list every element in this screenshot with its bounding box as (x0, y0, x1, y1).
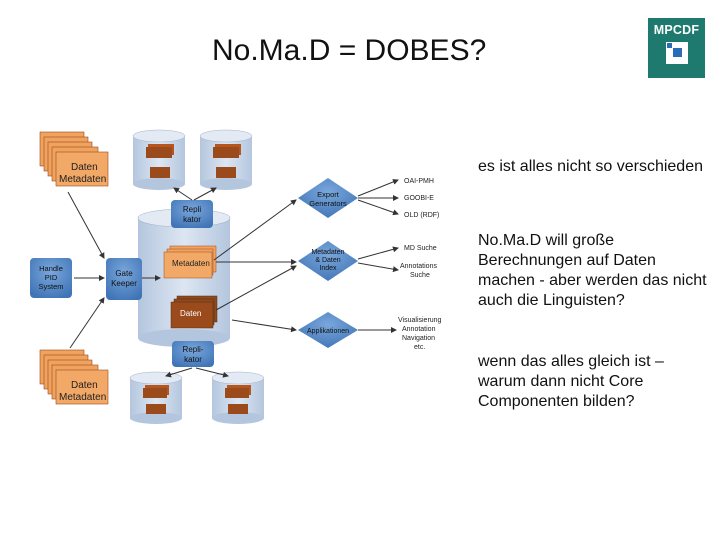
svg-text:kator: kator (183, 215, 201, 224)
label-oai-pmh: OAI-PMH (404, 178, 434, 185)
stack-top-metadaten: Metadaten (59, 174, 106, 185)
storage-cylinder-bottom-left (129, 371, 183, 424)
slide-title: No.Ma.D = DOBES? (212, 34, 487, 67)
storage-cylinder-bottom-right (211, 371, 265, 424)
stack-bottom-daten: Daten (71, 380, 98, 391)
label-md-suche: MD Suche (404, 245, 437, 252)
bullet-3: wenn das alles gleich ist – warum dann n… (478, 353, 664, 410)
label-annot-suche-2: Suche (410, 272, 430, 279)
label-visualisierung-4: etc. (414, 344, 425, 351)
central-metadaten-label: Metadaten (172, 259, 210, 268)
svg-text:Handle: Handle (39, 264, 63, 273)
label-visualisierung-2: Annotation (402, 326, 436, 333)
svg-text:Repli: Repli (183, 205, 201, 214)
bullet-1: es ist alles nicht so verschieden (478, 158, 703, 175)
label-visualisierung-3: Navigation (402, 335, 435, 342)
svg-text:Metadaten: Metadaten (311, 249, 344, 256)
label-visualisierung-1: Visualisierung (398, 317, 442, 324)
document-stack-bottom: Daten Metadaten (39, 349, 109, 405)
document-stack-top: Daten Metadaten (39, 131, 109, 187)
index-node: Metadaten & Daten Index (298, 241, 358, 281)
diagram-connections (67, 179, 399, 378)
handle-pid-node: Handle PID System (30, 258, 72, 298)
applikationen-node: Applikationen (298, 312, 358, 348)
svg-text:Repli-: Repli- (183, 345, 204, 354)
gatekeeper-node: Gate Keeper (106, 258, 142, 300)
svg-text:Generators: Generators (309, 199, 347, 208)
label-old-rdf: OLD (RDF) (404, 212, 439, 219)
svg-text:Export: Export (317, 190, 340, 199)
svg-text:System: System (38, 282, 63, 291)
svg-text:kator: kator (184, 355, 202, 364)
storage-cylinder-top-left (132, 129, 186, 190)
export-generators-node: Export Generators (298, 178, 358, 218)
central-daten-label: Daten (180, 309, 201, 318)
logo-mark-icon (666, 42, 688, 64)
svg-text:Keeper: Keeper (111, 279, 137, 288)
svg-text:Gate: Gate (115, 269, 133, 278)
storage-cylinder-top-right (199, 129, 253, 190)
mpcdf-logo: MPCDF (648, 18, 705, 78)
stack-bottom-metadaten: Metadaten (59, 392, 106, 403)
label-goobi: GOOBI-E (404, 195, 434, 202)
replikator-top-node: Repli kator (171, 200, 213, 228)
label-annot-suche-1: Annotations (400, 263, 437, 270)
replikator-bottom-node: Repli- kator (172, 341, 214, 367)
bullet-2: No.Ma.D will große Berechnungen auf Date… (478, 232, 707, 309)
svg-text:Index: Index (319, 265, 337, 272)
svg-text:PID: PID (45, 273, 58, 282)
logo-text: MPCDF (653, 23, 700, 37)
svg-text:Applikationen: Applikationen (307, 328, 349, 335)
stack-top-daten: Daten (71, 162, 98, 173)
svg-text:& Daten: & Daten (315, 257, 340, 264)
